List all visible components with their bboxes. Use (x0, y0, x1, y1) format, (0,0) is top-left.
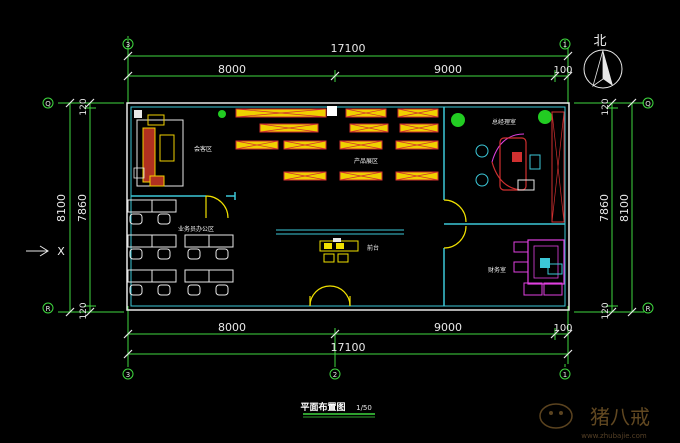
dim-left-total: 8100 (55, 194, 68, 222)
grid-bubble-q-right: Q (645, 100, 651, 108)
room-label-office: 业务员办公区 (178, 225, 214, 233)
finance-office-furniture (513, 239, 565, 296)
view-arrow-icon (26, 245, 49, 257)
room-label-reception: 会客区 (194, 145, 212, 153)
dim-left-top-small: 120 (79, 98, 89, 115)
reception-furniture (133, 110, 184, 187)
plant-icon (218, 110, 552, 127)
north-label: 北 (593, 34, 606, 49)
watermark-text: 猪八戒 (590, 405, 650, 429)
dim-top-small: 100 (553, 65, 572, 76)
grid-bubble-3-bottom: 3 (126, 371, 130, 379)
grid-bubble-q-left: Q (45, 100, 51, 108)
doors (205, 195, 467, 307)
column-marker (327, 106, 337, 116)
grid-bubble-1-bottom: 1 (563, 371, 567, 379)
dim-right-total: 8100 (618, 194, 631, 222)
dim-bottom-left: 8000 (218, 321, 246, 334)
interior-walls (131, 107, 565, 306)
watermark-logo-icon (539, 403, 573, 429)
drawing-scale: 1/50 (356, 404, 372, 412)
front-desk (319, 238, 359, 263)
display-counter (276, 229, 404, 235)
display-racks (235, 108, 439, 181)
dim-top-total: 17100 (331, 42, 366, 55)
grid-bubble-3-top: 3 (126, 41, 130, 49)
manager-office-furniture (475, 111, 565, 223)
drawing-title: 平面布置图 (300, 401, 345, 413)
view-arrow-label: X (57, 245, 65, 258)
workstations (127, 199, 234, 296)
dim-bottom-total: 17100 (331, 341, 366, 354)
grid-bubble-1-top: 1 (563, 41, 567, 49)
watermark-url: www.zhubajie.com (581, 432, 647, 440)
display-rack-hatch (235, 108, 439, 181)
dim-left-inner: 7860 (76, 194, 89, 222)
dim-right-bottom-small: 120 (601, 302, 611, 319)
dimension-lines (58, 36, 644, 368)
north-arrow-icon (583, 49, 623, 89)
dim-left-bottom-small: 120 (79, 302, 89, 319)
grid-bubble-2-bottom: 2 (333, 371, 337, 379)
grid-bubble-r-left: R (46, 305, 51, 313)
grid-bubbles (42, 38, 654, 380)
dim-right-inner: 7860 (598, 194, 611, 222)
dim-top-right: 9000 (434, 63, 462, 76)
dim-top-left: 8000 (218, 63, 246, 76)
dim-bottom-right: 9000 (434, 321, 462, 334)
room-label-front-desk: 前台 (367, 244, 379, 252)
room-label-manager: 总经理室 (492, 118, 516, 126)
dim-right-top-small: 120 (601, 98, 611, 115)
dim-bottom-small: 100 (553, 323, 572, 334)
room-label-showroom: 产品展区 (354, 157, 378, 165)
dimension-ticks (65, 51, 637, 359)
outer-walls (126, 102, 570, 311)
grid-bubble-r-right: R (646, 305, 651, 313)
room-label-finance: 财务室 (488, 266, 506, 274)
